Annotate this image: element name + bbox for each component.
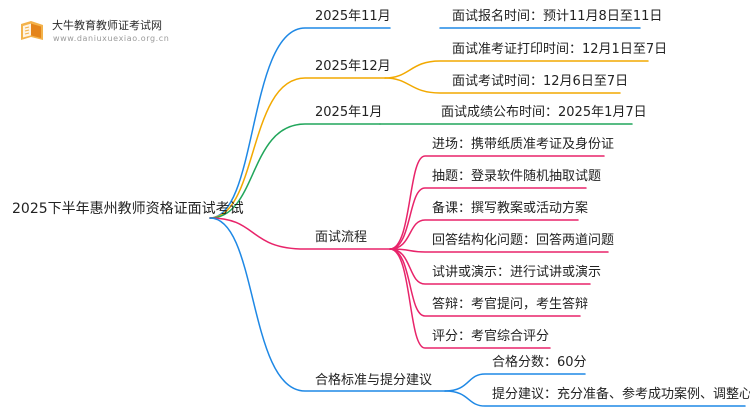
- edge-leaf-draw: [389, 187, 587, 250]
- branch-label-nov: 2025年11月: [315, 9, 391, 24]
- watermark-title: 大牛教育教师证考试网: [52, 19, 162, 32]
- branch-label-standard: 合格标准与提分建议: [315, 373, 433, 388]
- logo-icon: [21, 21, 43, 40]
- leaf-exam-time: 面试考试时间：12月6日至7日: [452, 74, 629, 89]
- edge-root-standard: [209, 217, 446, 392]
- leaf-registration-time: 面试报名时间：预计11月8日至11日: [452, 9, 663, 24]
- watermark-url: www.daniuxuexiao.org.cn: [53, 34, 170, 43]
- edge-leaf-admission-print-time: [384, 60, 649, 79]
- leaf-process-structured: 回答结构化问题：回答两道问题: [432, 233, 615, 248]
- leaf-process-lecture: 试讲或演示：进行试讲或演示: [432, 265, 602, 280]
- edge-leaf-scoring: [389, 248, 551, 349]
- edge-leaf-improve-tips: [444, 390, 746, 407]
- edge-leaf-prep: [389, 219, 579, 250]
- leaf-result-time: 面试成绩公布时间：2025年1月7日: [441, 105, 647, 120]
- leaf-admission-print-time: 面试准考证打印时间：12月1日至7日: [452, 42, 668, 57]
- edge-root-jan: [209, 123, 381, 219]
- leaf-process-prep: 备课：撰写教案或活动方案: [432, 201, 589, 216]
- edge-leaf-structured: [389, 248, 609, 253]
- edge-root-nov: [209, 27, 391, 219]
- edge-leaf-pass-score: [444, 373, 586, 392]
- leaf-process-defense: 答辩：考官提问，考生答辩: [432, 297, 589, 312]
- branch-label-dec: 2025年12月: [315, 59, 391, 74]
- edge-root-dec: [209, 77, 386, 219]
- edge-leaf-lecture: [389, 248, 591, 285]
- branch-label-process: 面试流程: [315, 230, 368, 245]
- branch-label-jan: 2025年1月: [315, 105, 383, 120]
- leaf-pass-score: 合格分数：60分: [492, 355, 587, 370]
- edge-leaf-entry: [389, 155, 605, 250]
- edge-leaf-exam-time: [384, 77, 621, 94]
- leaf-process-scoring: 评分：考官综合评分: [432, 329, 550, 344]
- leaf-process-entry: 进场：携带纸质准考证及身份证: [432, 137, 615, 152]
- leaf-process-draw: 抽题：登录软件随机抽取试题: [432, 169, 602, 184]
- leaf-improve-tips: 提分建议：充分准备、参考成功案例、调整心态: [492, 387, 750, 402]
- edge-root-process: [209, 217, 391, 250]
- root-topic: 2025下半年惠州教师资格证面试考试: [12, 201, 244, 217]
